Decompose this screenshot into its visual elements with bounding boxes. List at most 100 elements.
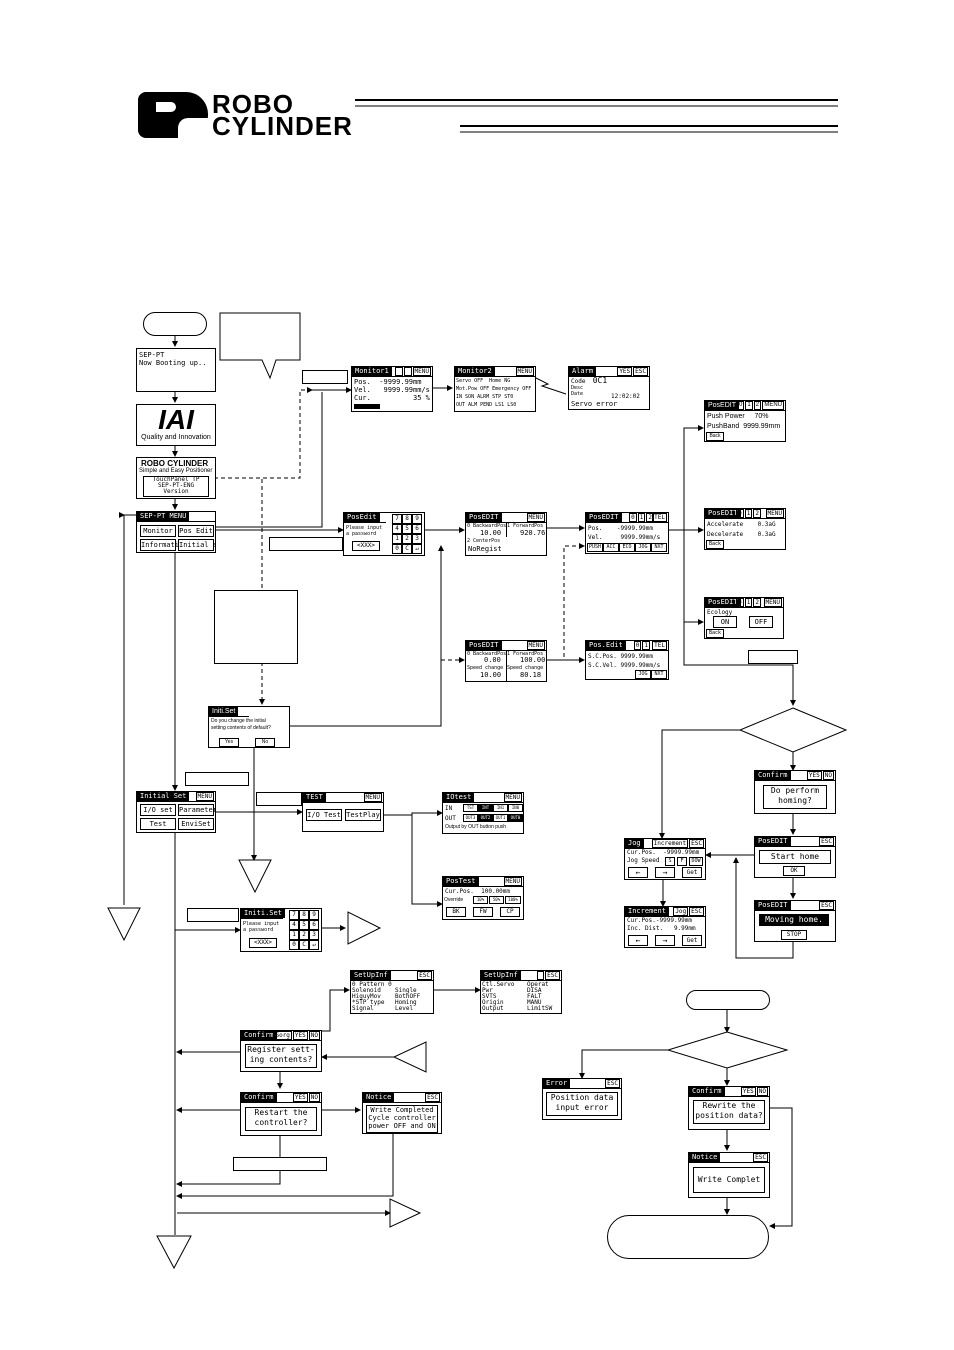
- bk-button[interactable]: BK: [446, 907, 466, 917]
- test-play-button[interactable]: TestPlay: [345, 809, 381, 821]
- connector-triangle: [238, 859, 272, 894]
- keypad: 7 8 9 4 5 6 1 2 3 0 C ↵: [289, 910, 319, 950]
- rc-splash-name: ROBO CYLINDER: [141, 459, 209, 468]
- test-button[interactable]: Test: [140, 818, 176, 830]
- initial-set-button[interactable]: Initial set: [178, 539, 215, 551]
- label-box: [187, 908, 239, 922]
- back-button[interactable]: Back: [706, 629, 724, 638]
- posedit-password-screen: PosEdit Please input a password <XXX> 7 …: [343, 512, 425, 556]
- init-set-password-screen: Initi.Set Please input a password <XXX> …: [240, 908, 322, 952]
- setup-info2-screen: SetUpInf ESC Ctl.Servo Operat Pwr DISA S…: [480, 970, 562, 1014]
- password-display: <XXX>: [249, 938, 277, 948]
- label-box: [302, 370, 348, 384]
- get-button[interactable]: Get: [682, 867, 702, 878]
- decision-diamond: [666, 1031, 789, 1069]
- rc-splash-tagline: Simple and Easy Positioner: [139, 468, 213, 474]
- connector-triangle: [107, 907, 141, 942]
- envi-set-button[interactable]: EnviSet: [178, 818, 214, 830]
- cp-button[interactable]: CP: [500, 907, 520, 917]
- next-button[interactable]: NXT: [651, 543, 667, 552]
- yes-button[interactable]: Yes: [219, 738, 239, 747]
- monitor1-screen: Monitor1 MENU Pos. -9999.99mm Vel. 9999.…: [351, 366, 433, 412]
- speech-bubble: [219, 312, 301, 380]
- acc-button[interactable]: ACC: [603, 543, 619, 552]
- current-bar: [354, 404, 380, 409]
- information-button[interactable]: Information: [140, 539, 188, 551]
- io-set-button[interactable]: I/O set: [140, 804, 176, 816]
- jog-forward-arrow-button[interactable]: →: [655, 867, 675, 878]
- ok-button[interactable]: OK: [783, 866, 805, 876]
- note-box: [214, 590, 298, 664]
- fw-button[interactable]: FW: [473, 907, 493, 917]
- decision-diamond: [738, 707, 848, 753]
- stop-button[interactable]: STOP: [781, 930, 807, 940]
- connector-triangle: [392, 1041, 427, 1073]
- end-terminal: [607, 1215, 769, 1259]
- jog-button[interactable]: JOG: [635, 543, 651, 552]
- eco-off-button[interactable]: OFF: [749, 616, 773, 628]
- label-box: [233, 1157, 327, 1171]
- start-terminal: [143, 312, 207, 336]
- io-test-button[interactable]: I/O Test: [306, 809, 342, 821]
- connector-triangle: [156, 1235, 192, 1270]
- next-button[interactable]: NXT: [651, 670, 667, 679]
- get-button[interactable]: Get: [682, 935, 702, 946]
- eco-button[interactable]: ECO: [619, 543, 635, 552]
- inc-forward-arrow-button[interactable]: →: [655, 935, 675, 946]
- label-box: [256, 792, 302, 806]
- connector-triangle: [389, 1198, 422, 1228]
- label-box: [269, 537, 343, 551]
- main-menu-screen: SEP-PT MENU Monitor Pos Edit Information…: [136, 511, 216, 553]
- pos-edit-button[interactable]: Pos Edit: [178, 525, 214, 537]
- push-button[interactable]: PUSH: [587, 543, 603, 552]
- eco-on-button[interactable]: ON: [713, 616, 737, 628]
- label-box: [185, 772, 249, 786]
- rc-splash: ROBO CYLINDER Simple and Easy Positioner…: [136, 457, 216, 499]
- iai-splash: IAI Quality and Innovation: [136, 404, 216, 446]
- jog-button[interactable]: JOG: [635, 670, 651, 679]
- logo-text-cylinder: CYLINDER: [212, 111, 353, 141]
- version-box: TouchPanel TP SEP-PT-ENG Version: [143, 476, 209, 497]
- connector-triangle: [347, 911, 382, 945]
- parameter-button[interactable]: Parameter: [178, 804, 216, 816]
- boot-screen: SEP-PT Now Booting up..: [136, 348, 216, 392]
- inc-back-arrow-button[interactable]: ←: [628, 935, 648, 946]
- logo-text-robo: ROBO: [212, 89, 294, 119]
- robo-cylinder-logo: [138, 92, 214, 138]
- password-display: <XXX>: [352, 541, 380, 551]
- label-box: [748, 650, 798, 664]
- main-menu-title: SEP-PT MENU: [137, 512, 190, 521]
- no-button[interactable]: No: [255, 738, 275, 747]
- jog-back-arrow-button[interactable]: ←: [628, 867, 648, 878]
- monitor-button[interactable]: Monitor: [140, 525, 176, 537]
- back-button[interactable]: Back: [706, 432, 724, 441]
- back-button[interactable]: Back: [706, 540, 724, 549]
- keypad: 7 8 9 4 5 6 1 2 3 0 C ↵: [392, 514, 422, 554]
- iai-logo: IAI: [158, 404, 194, 435]
- start-terminal-2: [686, 990, 770, 1010]
